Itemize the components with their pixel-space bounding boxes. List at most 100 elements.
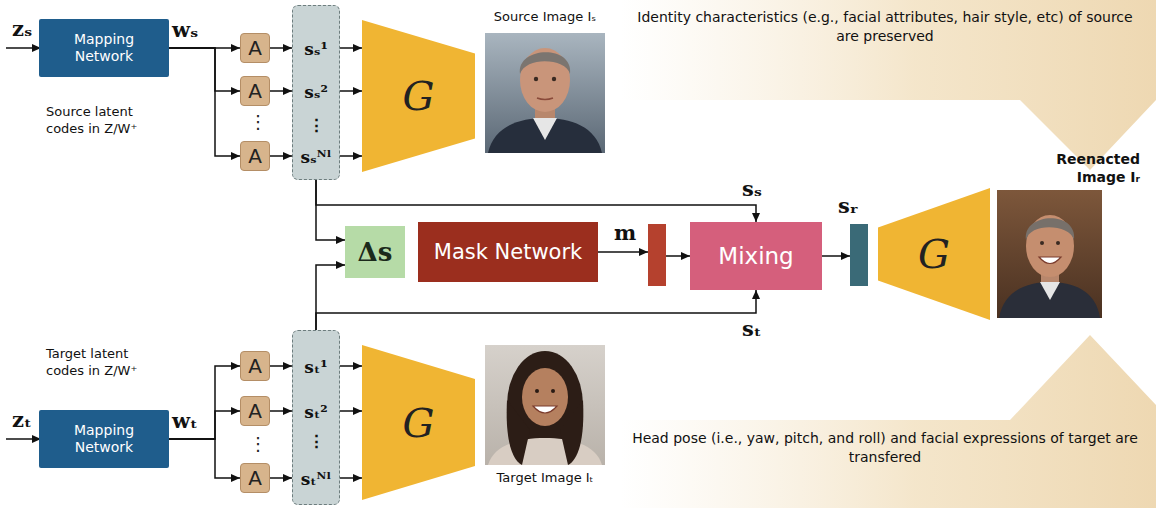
node-text: Source Image Iₛ <box>465 9 625 24</box>
connector <box>340 477 362 479</box>
input-arrow <box>6 47 41 49</box>
affine-box: A <box>240 33 270 63</box>
affine-box: A <box>240 76 270 106</box>
node-text: Mask Network <box>434 240 582 264</box>
connector <box>340 47 362 49</box>
mouth <box>537 98 553 100</box>
generator-trapezoid: G <box>362 345 475 500</box>
node-text: sₛ² <box>293 80 339 104</box>
node-text: A <box>248 399 262 423</box>
node-text: G <box>403 73 435 119</box>
mixed-code-bar: sᵣ <box>850 224 868 286</box>
shirt <box>1040 282 1060 300</box>
connector <box>169 48 240 156</box>
node-text: ⋮ <box>293 429 339 453</box>
connector <box>666 255 690 257</box>
generator-trapezoid: G <box>878 188 990 320</box>
input-arrow <box>6 438 41 440</box>
edge-label: sₜ <box>742 316 762 342</box>
node-text: Identity characteristics (e.g., facial a… <box>630 8 1140 46</box>
node-text: G <box>918 231 950 277</box>
trapezoid <box>362 20 475 172</box>
affine-box: A <box>240 396 270 426</box>
shape-outline <box>620 0 1156 175</box>
affine-box: A <box>240 141 270 171</box>
eye <box>552 77 556 81</box>
node-text: A <box>248 466 262 490</box>
eye <box>534 77 538 81</box>
free-label: wₛ <box>172 17 198 43</box>
connector <box>169 48 240 91</box>
node-text: sₜᴺˡ <box>293 467 339 491</box>
trapezoid <box>878 188 990 320</box>
free-label: Target latent codes in Z/W⁺ <box>46 346 166 380</box>
connector <box>340 365 362 367</box>
connector <box>169 366 240 439</box>
band-shape <box>620 0 1156 170</box>
connector <box>316 265 345 330</box>
connector <box>270 155 292 157</box>
node-text: sᵣ <box>838 193 859 219</box>
source-face <box>485 33 605 153</box>
image-frame: Target Image Iₜ <box>485 345 605 465</box>
node-text: m <box>614 220 636 246</box>
connector <box>270 410 292 412</box>
node-text: A <box>248 79 262 103</box>
node-text: A <box>248 144 262 168</box>
connector <box>270 365 292 367</box>
style-code-box: sₜ¹sₜ²⋮sₜᴺˡ <box>292 330 340 505</box>
top <box>488 438 602 465</box>
face <box>522 368 568 426</box>
node-text: A <box>248 354 262 378</box>
node-text: Target Image Iₜ <box>465 470 625 485</box>
node-text: Mapping Network <box>45 422 163 457</box>
mapping-network-box: Mapping Network <box>39 19 169 77</box>
smile <box>533 406 557 413</box>
suit <box>488 118 602 153</box>
eye <box>1040 241 1044 245</box>
connector <box>316 290 756 330</box>
trapezoid <box>362 345 475 500</box>
node-text: sₛ¹ <box>293 37 339 61</box>
connector <box>316 180 345 240</box>
node-text: sₛᴺˡ <box>293 145 339 169</box>
free-label: Source latent codes in Z/W⁺ <box>46 104 166 138</box>
annotation-band: Identity characteristics (e.g., facial a… <box>620 0 1156 175</box>
suit <box>999 282 1100 318</box>
free-label: zₛ <box>12 16 32 42</box>
mapping-network-box: Mapping Network <box>39 410 169 468</box>
image-frame: Reenacted Image Iᵣ <box>997 190 1102 318</box>
node-text: sₜ² <box>293 400 339 424</box>
photo-ground <box>485 345 605 465</box>
free-label: wₜ <box>172 408 198 434</box>
node-text: ⋮ <box>293 113 339 137</box>
shirt <box>533 118 557 140</box>
connector <box>340 90 362 92</box>
connector <box>270 477 292 479</box>
affine-box: A <box>240 463 270 493</box>
node-text: Δs <box>358 237 393 267</box>
photo-ground <box>485 33 605 153</box>
eye <box>1056 241 1060 245</box>
mask-network-box: Mask Network <box>418 222 598 282</box>
eye <box>535 389 539 393</box>
shape-outline <box>620 325 1156 508</box>
photo-ground <box>997 190 1102 318</box>
reenacted-face <box>997 190 1102 318</box>
face <box>1026 215 1074 277</box>
band-shape <box>620 335 1156 508</box>
annotation-band: Head pose (i.e., yaw, pitch, and roll) a… <box>620 325 1156 508</box>
connector <box>340 410 362 412</box>
free-label: ⋮ <box>249 433 267 455</box>
node-text: G <box>403 400 435 446</box>
mask-bar: m <box>648 224 666 286</box>
style-code-box: sₛ¹ sₛ² ⋮ sₛᴺˡ <box>292 5 340 180</box>
mixing-box: Mixing <box>690 222 822 290</box>
node-text: Mixing <box>718 243 793 269</box>
delta-box: Δs <box>345 226 405 278</box>
smile <box>1039 257 1061 264</box>
face <box>520 48 570 112</box>
connector <box>316 180 756 222</box>
connector <box>270 90 292 92</box>
free-label: zₜ <box>12 407 32 433</box>
